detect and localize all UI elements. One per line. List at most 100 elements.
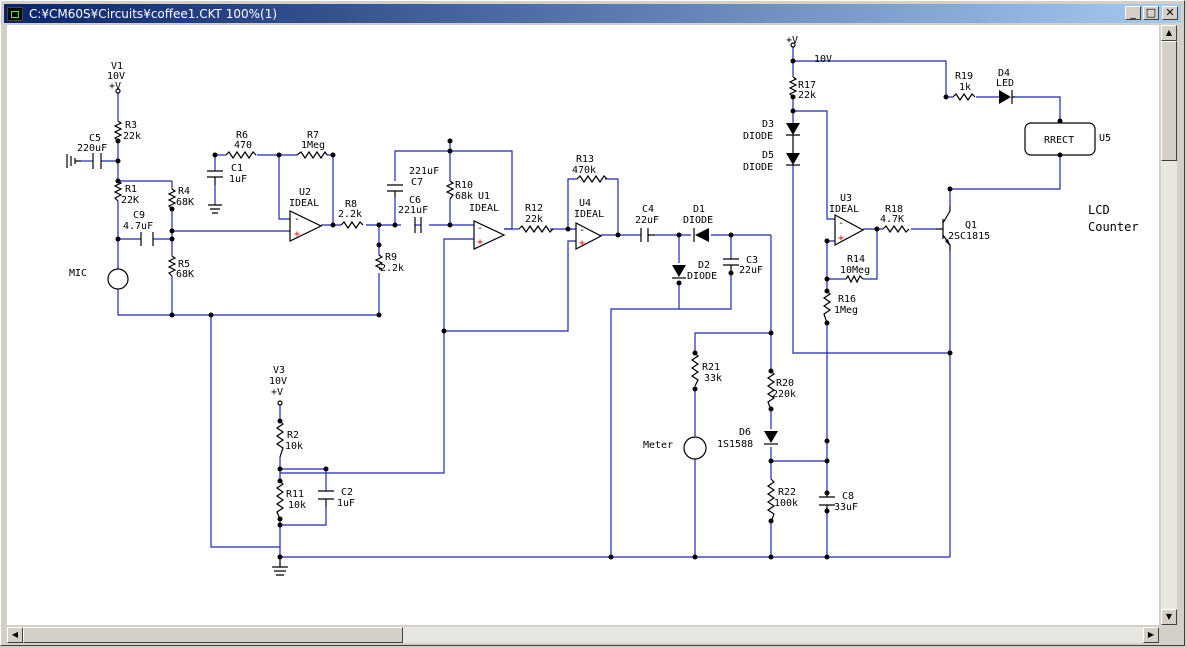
resistor-r7	[296, 150, 328, 160]
resistor-r1	[113, 180, 123, 202]
resistor-r22	[766, 478, 776, 523]
svg-text:+: +	[294, 229, 300, 240]
u2-name: U2	[299, 187, 311, 198]
ground-symbol-mic	[66, 154, 81, 168]
svg-text:+: +	[838, 233, 844, 244]
resistor-r5	[167, 255, 177, 277]
r2-name: R2	[287, 430, 299, 441]
r20-value: 220k	[772, 389, 796, 400]
c2-value: 1uF	[337, 498, 355, 509]
misc-components	[66, 42, 1096, 576]
lcd-label: LCD	[1088, 203, 1110, 217]
ground-symbol-main	[272, 557, 288, 576]
resistor-r2	[275, 420, 285, 458]
scroll-right-button[interactable]: ▶	[1143, 627, 1159, 643]
scroll-down-button[interactable]: ▼	[1161, 609, 1177, 625]
d5-type: DIODE	[743, 162, 773, 173]
size-grip[interactable]	[1161, 627, 1177, 643]
capacitor-c5	[92, 153, 102, 169]
r17-value: 22k	[798, 90, 816, 101]
schematic-canvas[interactable]: -+ -+ -+ -+	[7, 25, 1159, 625]
c5-value: 220uF	[77, 143, 107, 154]
r12-name: R12	[525, 203, 543, 214]
u3-type: IDEAL	[829, 204, 859, 215]
capacitor-c6	[414, 217, 422, 233]
counter-label: Counter	[1088, 220, 1139, 234]
vertical-scrollbar[interactable]: ▲ ▼	[1161, 25, 1177, 625]
r13-name: R13	[576, 154, 594, 165]
v1-value: 10V	[107, 71, 125, 82]
scroll-left-button[interactable]: ◀	[7, 627, 23, 643]
c9-name: C9	[133, 210, 145, 221]
resistor-r20	[766, 370, 776, 411]
diodes	[672, 90, 1015, 445]
r20-name: R20	[776, 378, 794, 389]
r13-value: 470k	[572, 165, 596, 176]
r16-name: R16	[838, 294, 856, 305]
r9-value: 2.2k	[380, 263, 404, 274]
resistor-r10	[445, 180, 455, 200]
horizontal-scroll-thumb[interactable]	[23, 627, 403, 643]
mic-symbol	[107, 268, 129, 290]
r11-name: R11	[286, 489, 304, 500]
d2-name: D2	[698, 260, 710, 271]
v3-plus: +V	[271, 387, 283, 398]
scroll-up-button[interactable]: ▲	[1161, 25, 1177, 41]
c3-name: C3	[746, 255, 758, 266]
wires	[81, 47, 1061, 558]
u1-name: U1	[478, 191, 490, 202]
maximize-button[interactable]: □	[1143, 6, 1159, 20]
close-button[interactable]: ✕	[1162, 6, 1178, 20]
resistor-r12	[518, 224, 554, 234]
vtop-value: 10V	[814, 54, 832, 65]
resistor-r21	[690, 352, 700, 387]
resistor-r4	[167, 188, 177, 210]
c6-value: 221uF	[398, 205, 428, 216]
r7-name: R7	[307, 130, 319, 141]
r4-name: R4	[178, 186, 190, 197]
opamp-u4: -+	[575, 222, 603, 250]
c5-name: C5	[89, 133, 101, 144]
r6-name: R6	[236, 130, 248, 141]
resistor-r3	[113, 120, 123, 142]
opamp-u3: -+	[834, 213, 865, 247]
u4-name: U4	[579, 198, 591, 209]
r14-value: 10Meg	[840, 265, 870, 276]
r9-name: R9	[385, 252, 397, 263]
c1-name: C1	[231, 163, 243, 174]
u4-type: IDEAL	[574, 209, 604, 220]
svg-text:+: +	[579, 238, 585, 249]
svg-text:-: -	[477, 223, 483, 234]
r21-value: 33k	[704, 373, 722, 384]
r5-value: 68K	[176, 269, 194, 280]
u1-type: IDEAL	[469, 203, 499, 214]
c6-name: C6	[409, 195, 421, 206]
resistor-r16	[822, 290, 832, 324]
v1-plus: +V	[109, 81, 121, 92]
resistors	[113, 76, 976, 523]
r1-value: 22K	[121, 195, 139, 206]
capacitor-c8	[819, 493, 835, 511]
r10-name: R10	[455, 180, 473, 191]
r14-name: R14	[847, 254, 865, 265]
app-icon	[7, 6, 23, 21]
d6-name: D6	[739, 427, 751, 438]
capacitor-c7	[387, 184, 403, 197]
r21-name: R21	[702, 362, 720, 373]
d3-name: D3	[762, 119, 774, 130]
d5-name: D5	[762, 150, 774, 161]
vtop-plus: +V	[786, 35, 798, 46]
d4-name: D4	[998, 68, 1010, 79]
opamps: -+ -+ -+ -+	[289, 210, 865, 250]
meter-label: Meter	[643, 440, 673, 451]
minimize-button[interactable]: _	[1125, 6, 1141, 20]
r2-value: 10k	[285, 441, 303, 452]
title-bar[interactable]: C:¥CM60S¥Circuits¥coffee1.CKT 100%(1) _ …	[4, 4, 1181, 23]
vertical-scroll-thumb[interactable]	[1161, 41, 1177, 161]
r3-name: R3	[125, 120, 137, 131]
r1-name: R1	[125, 184, 137, 195]
horizontal-scrollbar[interactable]: ◀ ▶	[7, 627, 1159, 643]
r18-name: R18	[885, 204, 903, 215]
c8-value: 33uF	[834, 502, 858, 513]
u3-name: U3	[840, 193, 852, 204]
